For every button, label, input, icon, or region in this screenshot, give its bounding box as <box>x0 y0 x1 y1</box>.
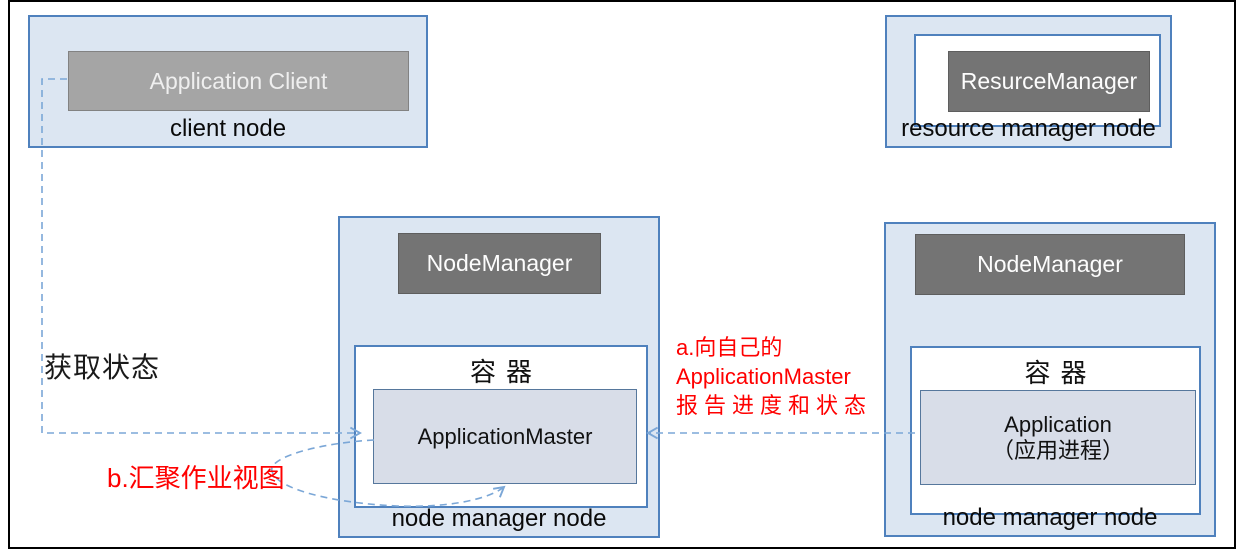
resource-manager-node-box: ResurceManager resource manager node <box>885 15 1172 148</box>
application-master-box: ApplicationMaster <box>373 389 637 484</box>
container-box-app: 容器 Application （应用进程） <box>910 346 1201 515</box>
container-title-master: 容器 <box>469 357 542 387</box>
node-manager-1-label: NodeManager <box>426 250 573 276</box>
application-process-line1: Application <box>1004 411 1112 437</box>
node-manager-2-label: NodeManager <box>977 251 1123 277</box>
container-title-app: 容器 <box>1024 358 1097 388</box>
node-manager-app-label: node manager node <box>942 504 1158 531</box>
resource-manager-node-label: resource manager node <box>901 115 1156 142</box>
application-master-label: ApplicationMaster <box>417 423 593 449</box>
client-node-label: client node <box>169 115 287 142</box>
container-box-master: 容器 ApplicationMaster <box>354 345 648 508</box>
annotation-a-line2: ApplicationMaster <box>676 364 851 389</box>
annotation-a: a.向自己的 ApplicationMaster 报告进度和状态 <box>676 333 872 420</box>
application-process-line2: （应用进程） <box>991 437 1124 463</box>
client-node-box: Application Client client node <box>28 15 428 148</box>
annotation-b: b.汇聚作业视图 <box>107 463 285 493</box>
resource-manager-inner-box: ResurceManager <box>914 34 1161 127</box>
application-process-box: Application （应用进程） <box>920 390 1196 485</box>
get-status-annotation: 获取状态 <box>44 352 161 383</box>
node-manager-1-box: NodeManager <box>398 233 601 294</box>
node-manager-app-box: NodeManager 容器 Application （应用进程） node m… <box>884 222 1216 537</box>
outer-frame <box>8 0 1236 549</box>
node-manager-master-label: node manager node <box>391 505 607 532</box>
node-manager-master-box: NodeManager 容器 ApplicationMaster node ma… <box>338 216 660 538</box>
resource-manager-box: ResurceManager <box>948 51 1150 112</box>
node-manager-2-box: NodeManager <box>915 234 1185 295</box>
annotation-a-line3: 报告进度和状态 <box>676 393 873 418</box>
resource-manager-label: ResurceManager <box>960 68 1138 94</box>
application-client-box: Application Client <box>68 51 409 111</box>
application-client-label: Application Client <box>149 67 328 94</box>
annotation-a-line1: a.向自己的 <box>676 335 783 360</box>
